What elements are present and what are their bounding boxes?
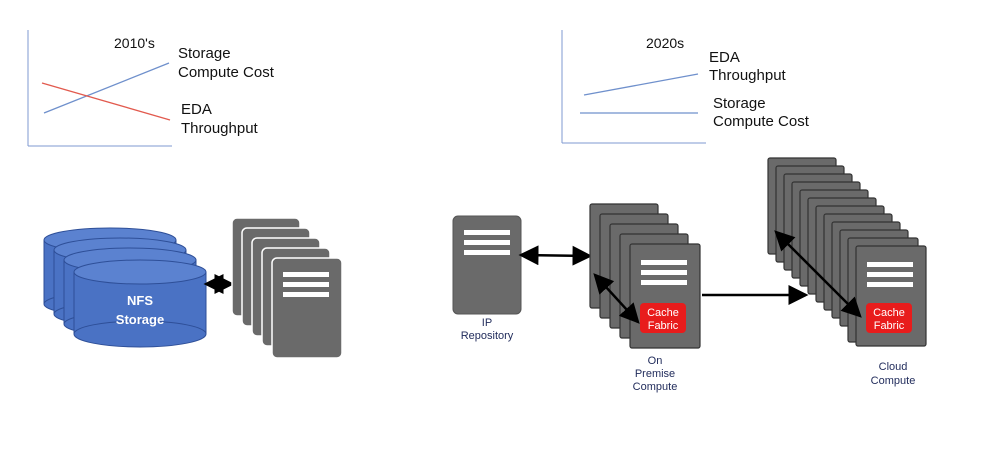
ip-to-onprem-arrow — [518, 245, 593, 266]
right-chart-label-throughput: Throughput — [709, 67, 787, 84]
left-server-stack — [231, 217, 343, 359]
nfs-storage: NFS Storage — [43, 227, 207, 348]
cloud-cache-fabric — [866, 303, 912, 333]
left-chart-label-compute-cost: Compute Cost — [178, 64, 275, 81]
onprem-internal-arrow — [593, 273, 640, 324]
onprem-cache-label-line1: Cache — [647, 307, 679, 319]
right-chart-rising-line — [583, 73, 699, 96]
right-chart-label-storage: Storage — [713, 95, 766, 112]
right-chart: 2020s EDA Throughput Storage Compute Cos… — [561, 30, 810, 144]
left-chart-label-throughput: Throughput — [181, 120, 259, 137]
left-chart-rising-line — [43, 62, 170, 114]
cloud-label-line2: Compute — [871, 375, 916, 387]
right-chart-title: 2020s — [646, 35, 684, 51]
ip-label-line1: IP — [482, 317, 492, 329]
right-chart-label-eda: EDA — [709, 49, 740, 66]
cloud-cache-label-line1: Cache — [873, 307, 905, 319]
cloud-cache-label-line2: Fabric — [874, 320, 905, 332]
left-chart: 2010's Storage Compute Cost EDA Throughp… — [27, 30, 275, 147]
onprem-label-line3: Compute — [633, 381, 678, 393]
onprem-cache-fabric — [640, 303, 686, 333]
left-chart-falling-line — [41, 82, 171, 121]
onprem-label-line1: On — [648, 355, 663, 367]
cloud-stack: Cache Fabric — [767, 157, 927, 347]
ip-repository-server — [452, 215, 522, 315]
right-chart-label-compute-cost: Compute Cost — [713, 113, 810, 130]
left-chart-label-storage: Storage — [178, 45, 231, 62]
nfs-label-line2: Storage — [116, 312, 164, 327]
left-chart-title: 2010's — [114, 35, 155, 51]
left-chart-label-eda: EDA — [181, 101, 212, 118]
on-premise-stack: Cache Fabric — [589, 203, 701, 349]
nfs-label-line1: NFS — [127, 293, 153, 308]
onprem-label-line2: Premise — [635, 368, 675, 380]
onprem-cache-label-line2: Fabric — [648, 320, 679, 332]
cloud-label-line1: Cloud — [879, 361, 908, 373]
ip-label-line2: Repository — [461, 330, 514, 342]
cloud-internal-arrow — [774, 230, 862, 318]
